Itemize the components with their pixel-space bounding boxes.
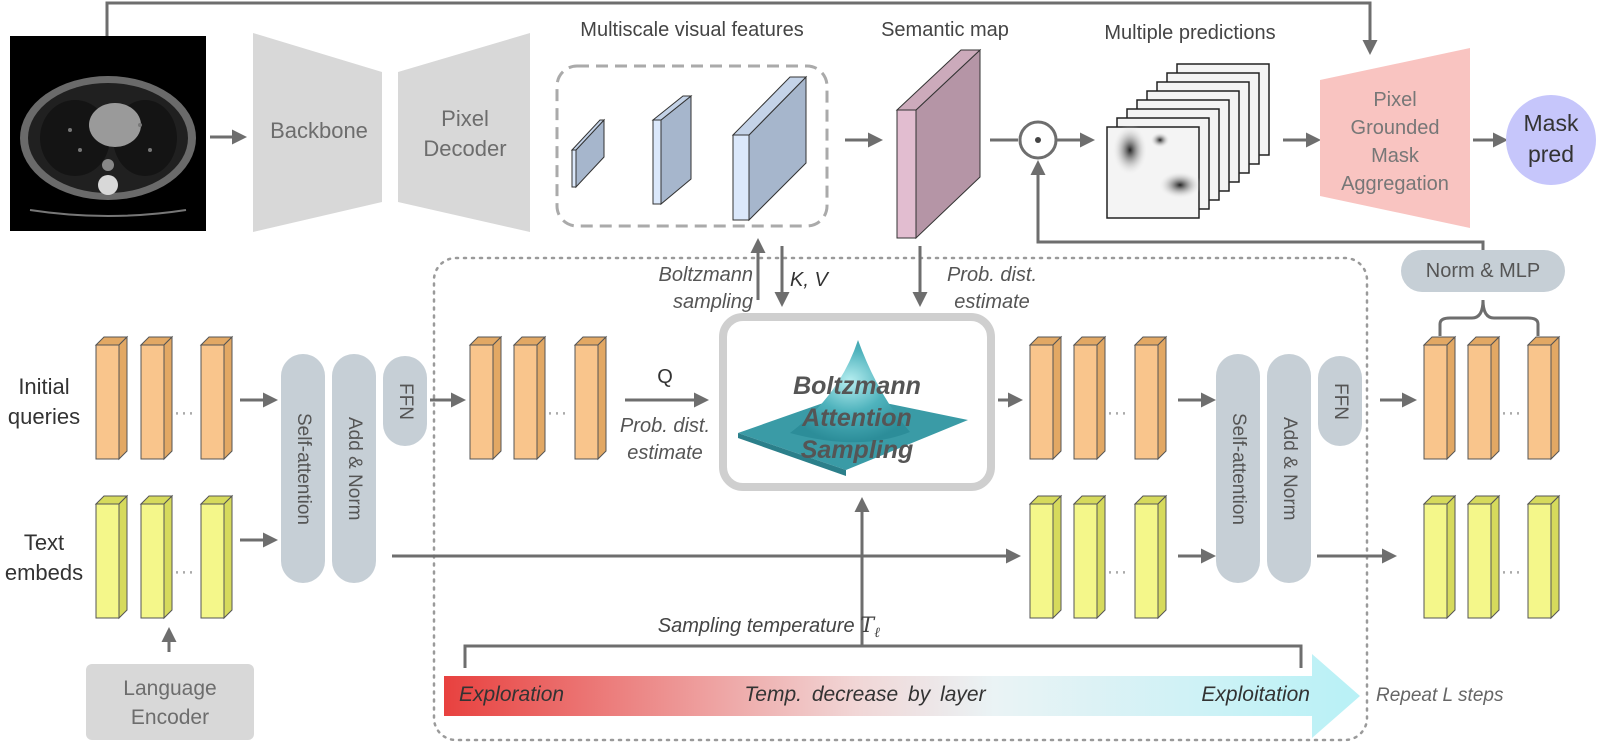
language-encoder-block — [86, 664, 254, 740]
output-text-embed-token — [1526, 494, 1561, 620]
prob-dist-left-line1: Prob. dist. — [619, 415, 711, 437]
exploitation-label: Exploitation — [1201, 683, 1310, 706]
sampled-text-embed-token — [1028, 494, 1063, 620]
initial-queries-line2: queries — [7, 404, 81, 429]
mask-pred-label: Mask pred — [1506, 108, 1596, 170]
backbone-label: Backbone — [270, 118, 368, 143]
self-attention-pill-right: Self-attention — [1216, 354, 1260, 583]
prob-dist-top-line2: estimate — [954, 291, 1030, 313]
initial-queries-line1: Initial — [18, 374, 70, 399]
sampled-text-embed-token — [1133, 494, 1168, 620]
ct-scan-image — [10, 36, 206, 231]
repeat-steps-label: Repeat L steps — [1376, 685, 1504, 706]
prob-dist-left-line2: estimate — [627, 442, 703, 464]
prediction-blob — [1150, 132, 1170, 148]
text-embed-token — [199, 494, 234, 620]
initial-query-token — [199, 335, 234, 461]
add-norm-pill-right: Add & Norm — [1267, 354, 1311, 583]
aggregation-line3: Mask — [1371, 145, 1419, 167]
sampling-temperature-label: Sampling temperature Tℓ — [600, 613, 880, 642]
feature-map-medium — [651, 94, 693, 206]
text-embed-token — [139, 494, 174, 620]
output-query-token — [1526, 335, 1561, 461]
output-text-embed-token — [1466, 494, 1501, 620]
language-encoder-label: Language Encoder — [86, 674, 254, 732]
bas-line3: Sampling — [800, 436, 914, 464]
updated-query-token — [468, 335, 503, 461]
mask-pred-line1: Mask — [1523, 110, 1579, 136]
norm-mlp-pill: Norm & MLP — [1401, 250, 1565, 292]
kv-label: K, V — [790, 269, 828, 291]
output-text-embed-token — [1422, 494, 1457, 620]
prediction-blob — [1112, 124, 1148, 176]
mask-pred-line2: pred — [1527, 141, 1575, 167]
initial-query-token — [139, 335, 174, 461]
sampled-text-embed-token — [1072, 494, 1107, 620]
initial-queries-label: Initial queries — [0, 372, 88, 432]
temperature-bracket — [463, 644, 1303, 668]
temperature-gradient-arrow — [444, 654, 1360, 738]
semantic-map — [895, 48, 982, 240]
language-encoder-line2: Encoder — [130, 706, 210, 729]
bas-label: Boltzmann Attention Sampling — [742, 370, 972, 466]
output-query-token — [1466, 335, 1501, 461]
prob-dist-top-label: Prob. dist. estimate — [932, 262, 1052, 316]
pixel-decoder-line1: Pixel — [441, 106, 489, 131]
bas-line2: Attention — [802, 404, 912, 432]
token-groups — [94, 335, 1561, 620]
boltzmann-sampling-label: Boltzmann sampling — [633, 262, 754, 316]
multiple-predictions-title: Multiple predictions — [1104, 22, 1276, 44]
feature-map-large — [731, 75, 808, 222]
prediction-stack — [1106, 63, 1270, 219]
prob-dist-top-line1: Prob. dist. — [946, 264, 1038, 286]
bas-line1: Boltzmann — [793, 372, 921, 400]
prob-dist-left-label: Prob. dist. estimate — [605, 413, 725, 467]
boltzmann-sampling-line2: sampling — [672, 291, 753, 313]
multiscale-title: Multiscale visual features — [580, 19, 804, 41]
prediction-blob — [1158, 171, 1202, 199]
language-encoder-line1: Language — [123, 677, 217, 700]
temp-decrease-label: Temp. decrease by layer — [744, 683, 986, 706]
temperature-symbol: T — [860, 613, 875, 637]
text-embeds-line1: Text — [23, 530, 65, 555]
repeat-loop-box — [432, 256, 1369, 742]
text-embeds-line2: embeds — [4, 560, 84, 585]
backbone-block — [253, 33, 382, 232]
aggregation-label: Pixel Grounded Mask Aggregation — [1320, 86, 1470, 198]
norm-mlp-bracket — [1438, 299, 1540, 336]
text-embed-token — [94, 494, 129, 620]
sampling-temperature-text: Sampling temperature — [657, 615, 855, 637]
multiscale-features-box — [555, 64, 829, 228]
skip-connection-line — [105, 1, 1378, 55]
ffn-pill-left: FFN — [383, 356, 427, 446]
pixel-decoder-line2: Decoder — [423, 136, 507, 161]
mask-pred-node — [1506, 95, 1596, 185]
q-label: Q — [657, 366, 673, 388]
sampled-query-token — [1028, 335, 1063, 461]
temperature-subscript: ℓ — [874, 625, 880, 641]
updated-query-token — [512, 335, 547, 461]
self-attention-pill-left: Self-attention — [281, 354, 325, 583]
initial-query-token — [94, 335, 129, 461]
boltzmann-sampling-line1: Boltzmann — [658, 264, 754, 286]
feature-map-small — [570, 118, 606, 189]
aggregation-line1: Pixel — [1373, 89, 1417, 111]
pixel-decoder-block — [398, 33, 530, 232]
exploration-label: Exploration — [459, 683, 565, 706]
semantic-map-title: Semantic map — [881, 19, 1009, 41]
distribution-surface-icon — [738, 340, 968, 476]
mask-aggregation-block — [1320, 48, 1470, 228]
pixel-decoder-label: Pixel Decoder — [405, 104, 525, 164]
sampled-query-token — [1072, 335, 1107, 461]
ffn-pill-right: FFN — [1318, 356, 1362, 446]
updated-query-token — [573, 335, 608, 461]
output-query-token — [1422, 335, 1457, 461]
aggregation-line2: Grounded — [1350, 117, 1440, 139]
sampled-query-token — [1133, 335, 1168, 461]
aggregation-line4: Aggregation — [1341, 173, 1449, 195]
text-embeds-label: Text embeds — [0, 528, 88, 588]
add-norm-pill-left: Add & Norm — [332, 354, 376, 583]
